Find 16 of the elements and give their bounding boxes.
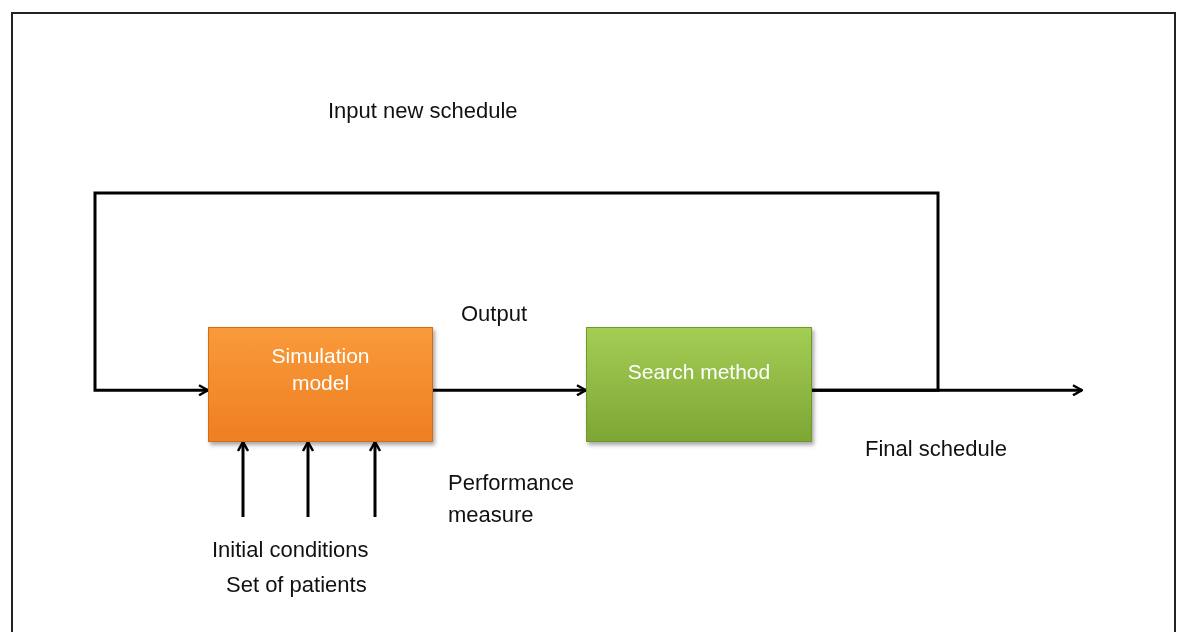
- text-label: Input new schedule: [328, 97, 518, 125]
- text-label: Set of patients: [226, 571, 367, 599]
- process-box: [586, 327, 812, 442]
- text-label: Initial conditions: [212, 536, 369, 564]
- node-label: Search method: [627, 359, 771, 385]
- text-label: Final schedule: [865, 435, 1007, 463]
- arrow: [236, 440, 250, 517]
- arrow: [812, 384, 1084, 397]
- arrow: [433, 384, 588, 397]
- process-box: [208, 327, 433, 442]
- text-label: Output: [461, 300, 528, 328]
- arrow: [368, 440, 382, 517]
- arrow: [93, 191, 940, 397]
- node-label: Simulation model: [270, 343, 371, 397]
- text-label: Performance measure: [448, 469, 575, 529]
- arrow: [301, 440, 315, 517]
